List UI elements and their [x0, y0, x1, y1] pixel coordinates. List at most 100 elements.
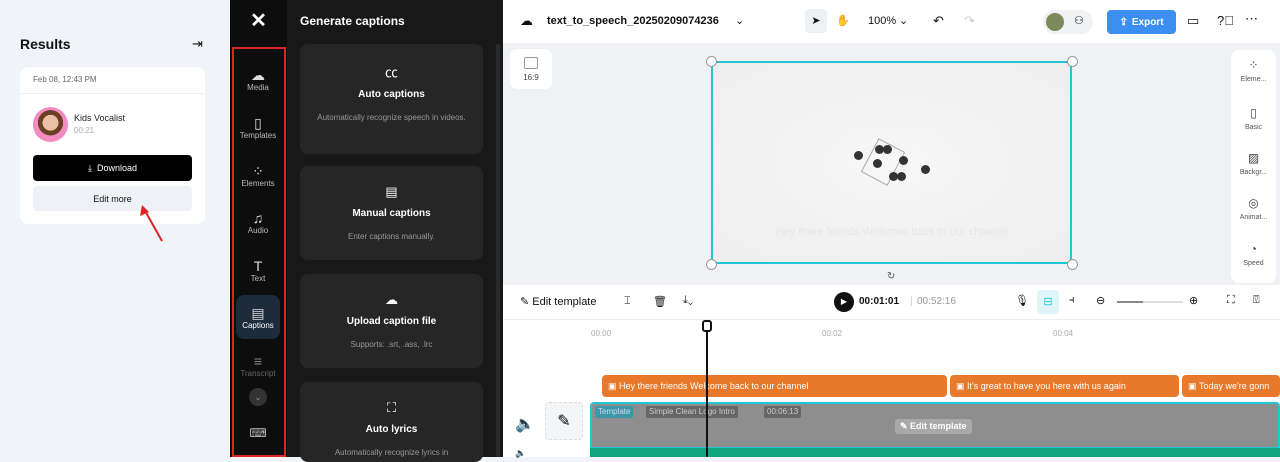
cover-edit-icon[interactable]: ✎	[545, 402, 583, 440]
nav-transcript[interactable]: ≡Transcript	[236, 343, 280, 387]
chevron-down-icon[interactable]: ⌄	[735, 15, 745, 27]
volume-icon[interactable]: 🔈	[515, 416, 535, 433]
hand-icon[interactable]: ✋	[836, 15, 850, 27]
volume-icon[interactable]: 🔈	[515, 448, 527, 458]
nav-audio[interactable]: ♫Audio	[236, 200, 280, 244]
edit-template-button[interactable]: ✎ Edit template	[520, 295, 596, 308]
nav-label: Elements	[241, 178, 275, 188]
audio-clip[interactable]	[590, 447, 1280, 457]
split-icon[interactable]: ⌶	[624, 295, 631, 307]
zoom-out-icon[interactable]: ⊖	[1096, 295, 1106, 307]
resize-handle[interactable]	[1067, 259, 1078, 270]
rotate-icon[interactable]: ↻	[887, 271, 896, 282]
delete-icon[interactable]: 🗑	[653, 296, 667, 308]
nav-elements[interactable]: ⁘Elements	[236, 153, 280, 197]
time-separator: |	[910, 296, 913, 307]
more-icon[interactable]: ⋯	[1245, 11, 1258, 26]
elements-tab[interactable]: ⁘Eleme...	[1231, 58, 1276, 83]
collapse-panel-icon[interactable]: ⇥	[192, 36, 203, 51]
select-pointer-icon[interactable]: ➤	[805, 9, 827, 33]
download-icon[interactable]: ⤓⌄	[683, 294, 694, 306]
preview-icon[interactable]: ⍔	[1253, 294, 1260, 306]
results-panel: Results ⇥ Feb 08, 12:43 PM Kids Vocalist…	[0, 0, 230, 457]
zoom-select[interactable]: 100%	[868, 15, 897, 27]
resize-handle[interactable]	[706, 56, 717, 67]
split-view-icon[interactable]: ⫞	[1069, 294, 1075, 306]
panel-scrollbar[interactable]	[496, 44, 500, 457]
caption-clip[interactable]: ▣ Hey there friends Welcome back to our …	[602, 375, 947, 397]
nav-label: Transcript	[240, 368, 276, 378]
caption-text: Hey there friends Welcome back to our ch…	[619, 381, 809, 391]
tab-label: Eleme...	[1240, 76, 1267, 83]
result-date: Feb 08, 12:43 PM	[33, 75, 97, 84]
zoom-slider[interactable]	[1117, 301, 1183, 303]
aspect-ratio-button[interactable]: 16:9	[510, 49, 552, 89]
undo-icon[interactable]: ↶	[933, 13, 944, 28]
card-title: Upload caption file	[346, 316, 437, 327]
nav-templates[interactable]: ▯Templates	[236, 105, 280, 149]
dot	[899, 156, 908, 165]
tab-label: Basic	[1244, 124, 1263, 131]
text-icon: T	[253, 257, 263, 274]
caption-clip[interactable]: ▣ Today we're gonn	[1182, 375, 1280, 397]
templates-icon: ▯	[254, 114, 262, 131]
chevron-down-icon[interactable]: ⌄	[899, 15, 909, 27]
scan-music-icon: ⛶	[386, 400, 397, 415]
dot	[883, 145, 892, 154]
edit-template-overlay[interactable]: ✎ Edit template	[895, 419, 972, 434]
collaborators[interactable]: ⚇	[1043, 10, 1093, 34]
speed-tab[interactable]: ◔Speed	[1231, 242, 1276, 267]
playhead-handle[interactable]	[702, 320, 712, 332]
export-label: Export	[1131, 16, 1164, 28]
nav-label: Audio	[247, 225, 269, 235]
help-icon[interactable]: ?⃝	[1217, 13, 1234, 28]
background-tab[interactable]: ▨Backgr...	[1231, 151, 1276, 176]
cc-icon: ㏄	[384, 65, 398, 80]
dot	[854, 151, 863, 160]
redo-icon[interactable]: ↷	[964, 13, 975, 28]
play-button[interactable]: ▶	[834, 292, 854, 312]
animation-tab[interactable]: ◎Animat...	[1231, 196, 1276, 221]
download-button[interactable]: ⤓Download	[33, 155, 192, 181]
video-preview[interactable]: Hey there friends Welcome back to our ch…	[711, 61, 1072, 264]
fullscreen-icon[interactable]: ⛶	[1227, 294, 1235, 306]
animation-icon: ◎	[1248, 196, 1259, 210]
nav-media[interactable]: ☁Media	[236, 57, 280, 101]
timeline[interactable]: 00:00 00:02 00:04 ▣ Hey there friends We…	[503, 320, 1280, 458]
basic-tab[interactable]: ▯Basic	[1231, 106, 1276, 131]
cloud-save-icon[interactable]: ☁	[520, 13, 533, 28]
resize-handle[interactable]	[706, 259, 717, 270]
card-title: Auto captions	[358, 89, 425, 100]
chevron-down-icon[interactable]: ⌄	[249, 388, 267, 406]
nav-captions[interactable]: ▤Captions	[236, 295, 280, 339]
project-name[interactable]: text_to_speech_20250209074236	[547, 15, 719, 27]
dot	[875, 145, 884, 154]
nav-label: Captions	[242, 320, 274, 330]
resize-handle[interactable]	[1067, 56, 1078, 67]
caption-clip[interactable]: ▣ It's great to have you here with us ag…	[950, 375, 1179, 397]
monitor-icon[interactable]: ▭	[1187, 13, 1200, 28]
download-icon: ⤓	[87, 162, 92, 173]
template-clip[interactable]: Template Simple Clean Logo Intro 00:06:1…	[590, 402, 1280, 453]
share-icon: ⇪	[1119, 16, 1128, 28]
zoom-slider-fill	[1117, 301, 1143, 303]
tab-label: Backgr...	[1239, 169, 1268, 176]
cloud-upload-icon: ☁	[385, 292, 398, 307]
panel-title: Generate captions	[300, 14, 405, 28]
snap-icon[interactable]: ⊟	[1037, 290, 1059, 314]
microphone-icon[interactable]: 🎙	[1015, 295, 1029, 307]
export-button[interactable]: ⇪Export	[1107, 10, 1176, 34]
keyboard-icon[interactable]: ⌨	[249, 426, 267, 440]
zoom-in-icon[interactable]: ⊕	[1189, 295, 1199, 307]
current-time: 00:01:01	[859, 296, 900, 307]
playhead[interactable]	[702, 320, 712, 457]
card-title: Auto lyrics	[365, 424, 418, 435]
edit-more-button[interactable]: Edit more	[33, 186, 192, 211]
dot	[889, 172, 898, 181]
